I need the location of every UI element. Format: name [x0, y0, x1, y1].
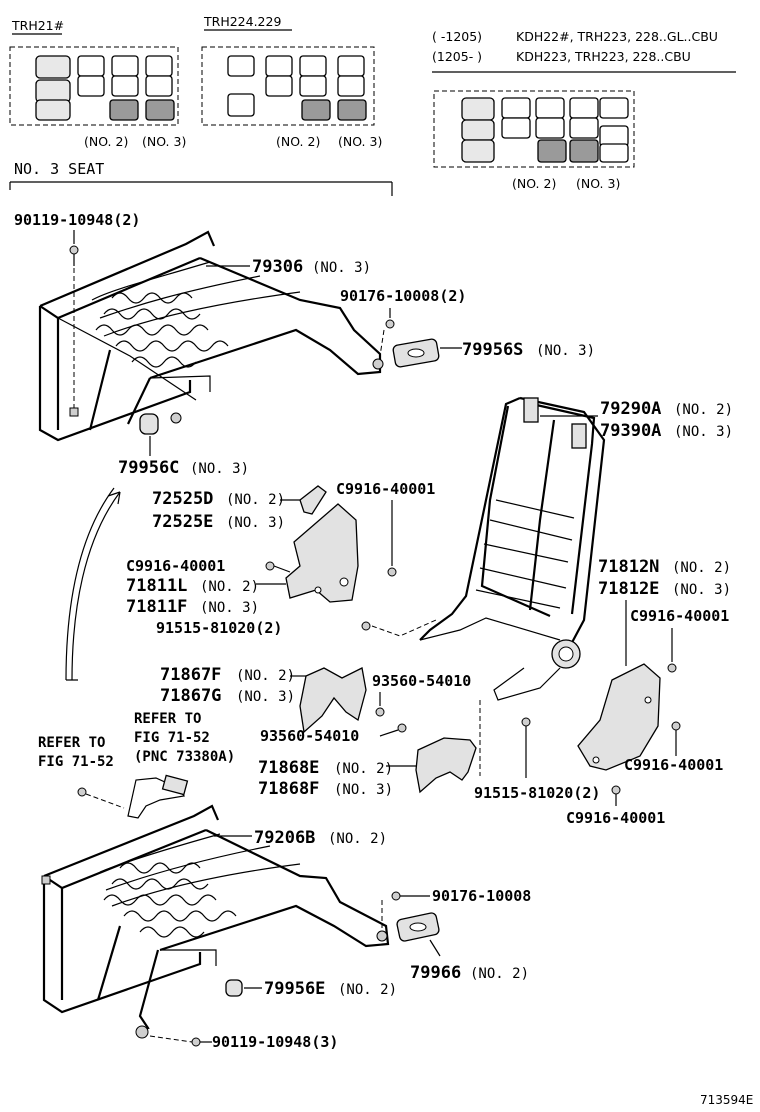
label-79390a: 79390A — [600, 421, 661, 441]
kdh-no3-label: (NO. 3) — [576, 176, 620, 191]
label-79956c-suffix: (NO. 3) — [190, 461, 249, 477]
label-90176-10008: 90176-10008 — [432, 887, 531, 905]
layout-kdh: ( -1205) KDH22#, TRH223, 228..GL..CBU (1… — [432, 29, 736, 191]
trh224-no2-label: (NO. 2) — [276, 134, 320, 149]
headrest-support-icon — [523, 397, 539, 423]
label-c9916-a: C9916-40001 — [336, 480, 435, 498]
trh21-no3-label: (NO. 3) — [142, 134, 186, 149]
label-71867g-suffix: (NO. 3) — [236, 689, 295, 705]
nut-90176-icon — [385, 319, 395, 329]
label-90119-10948-2: 90119-10948(2) — [14, 211, 140, 229]
label-71812e-suffix: (NO. 3) — [672, 582, 731, 598]
cover-79956e — [225, 979, 243, 997]
label-72525e: 72525E — [152, 512, 213, 532]
label-71868f-suffix: (NO. 3) — [334, 782, 393, 798]
cover-71812 — [577, 663, 661, 771]
trh21-seat-no3 — [145, 99, 175, 121]
bracket-71868 — [415, 737, 477, 794]
label-c9916-b: C9916-40001 — [126, 557, 225, 575]
label-79206b: 79206B — [254, 828, 315, 848]
trh224-seat-no2 — [301, 99, 331, 121]
trh224-seat-no3 — [337, 99, 367, 121]
label-72525d-suffix: (NO. 2) — [226, 492, 285, 508]
refer2-line1: REFER TO — [38, 735, 105, 751]
label-79966-suffix: (NO. 2) — [470, 966, 529, 982]
label-93560-b: 93560-54010 — [260, 727, 359, 745]
direction-arrow — [71, 491, 121, 681]
layout-trh21: TRH21# (NO. 2) (NO. 3) — [9, 18, 186, 149]
seatback-frame — [419, 396, 606, 701]
label-71867f: 71867F — [160, 665, 221, 685]
trh21-no2-label: (NO. 2) — [84, 134, 128, 149]
section-title: NO. 3 SEAT — [14, 160, 104, 178]
label-c9916-d: C9916-40001 — [624, 756, 723, 774]
trh224-label: TRH224.229 — [203, 14, 281, 29]
label-71868f: 71868F — [258, 779, 319, 799]
label-79306-suffix: (NO. 3) — [312, 260, 371, 276]
label-71811l-suffix: (NO. 2) — [200, 579, 259, 595]
label-71867g: 71867G — [160, 686, 221, 706]
cover-79956c — [139, 413, 159, 435]
label-71868e-suffix: (NO. 2) — [334, 761, 393, 777]
lower-cushion-frame — [41, 804, 390, 1039]
label-91515-b: 91515-81020(2) — [474, 784, 600, 802]
label-79956e: 79956E — [264, 979, 325, 999]
label-79290a: 79290A — [600, 399, 661, 419]
note-row1-range: ( -1205) — [432, 29, 482, 44]
trh224-box — [201, 46, 375, 126]
refer1-line2: FIG 71-52 — [134, 730, 210, 746]
note-row2-models: KDH223, TRH223, 228..CBU — [516, 49, 691, 64]
label-71868e: 71868E — [258, 758, 319, 778]
knob-72525 — [299, 485, 327, 515]
bolt-90119-10948-2 — [69, 245, 79, 417]
label-c9916-e: C9916-40001 — [566, 809, 665, 827]
trh21-label: TRH21# — [11, 18, 64, 33]
refer1-line1: REFER TO — [134, 711, 201, 727]
label-71812e: 71812E — [598, 579, 659, 599]
refer1-line3: (PNC 73380A) — [134, 749, 235, 765]
label-71811f: 71811F — [126, 597, 187, 617]
label-71811f-suffix: (NO. 3) — [200, 600, 259, 616]
label-90176-10008-2: 90176-10008(2) — [340, 287, 466, 305]
label-79206b-suffix: (NO. 2) — [328, 831, 387, 847]
label-71811l: 71811L — [126, 576, 187, 596]
label-79290a-suffix: (NO. 2) — [674, 402, 733, 418]
trh224-no3-label: (NO. 3) — [338, 134, 382, 149]
label-91515-a: 91515-81020(2) — [156, 619, 282, 637]
cover-71811 — [285, 503, 359, 603]
refer2-line2: FIG 71-52 — [38, 754, 114, 770]
layout-trh224: TRH224.229 (NO. 2) (NO. 3) — [201, 14, 382, 149]
label-79956s-suffix: (NO. 3) — [536, 343, 595, 359]
upper-cushion-frame — [38, 230, 384, 442]
trh21-seat-no2 — [109, 99, 139, 121]
label-71812n-suffix: (NO. 2) — [672, 560, 731, 576]
label-79966: 79966 — [410, 963, 461, 983]
trh21-box — [9, 46, 179, 126]
label-72525e-suffix: (NO. 3) — [226, 515, 285, 531]
label-79390a-suffix: (NO. 3) — [674, 424, 733, 440]
label-90119-10948-3: 90119-10948(3) — [212, 1033, 338, 1051]
label-71812n: 71812N — [598, 557, 659, 577]
note-row2-range: (1205- ) — [432, 49, 482, 64]
seatbelt-anchor — [77, 774, 189, 819]
label-79306: 79306 — [252, 257, 303, 277]
kdh-seat-no2 — [537, 139, 567, 163]
kdh-no2-label: (NO. 2) — [512, 176, 556, 191]
label-79956e-suffix: (NO. 2) — [338, 982, 397, 998]
note-row1-models: KDH22#, TRH223, 228..GL..CBU — [516, 29, 718, 44]
label-93560-a: 93560-54010 — [372, 672, 471, 690]
label-c9916-c: C9916-40001 — [630, 607, 729, 625]
bracket-71867 — [299, 667, 367, 734]
label-79956c: 79956C — [118, 458, 179, 478]
label-72525d: 72525D — [152, 489, 213, 509]
kdh-box — [433, 90, 635, 168]
figure-id: 713594E — [700, 1093, 753, 1107]
label-79956s: 79956S — [462, 340, 523, 360]
label-71867f-suffix: (NO. 2) — [236, 668, 295, 684]
kdh-seat-no3 — [569, 139, 599, 163]
